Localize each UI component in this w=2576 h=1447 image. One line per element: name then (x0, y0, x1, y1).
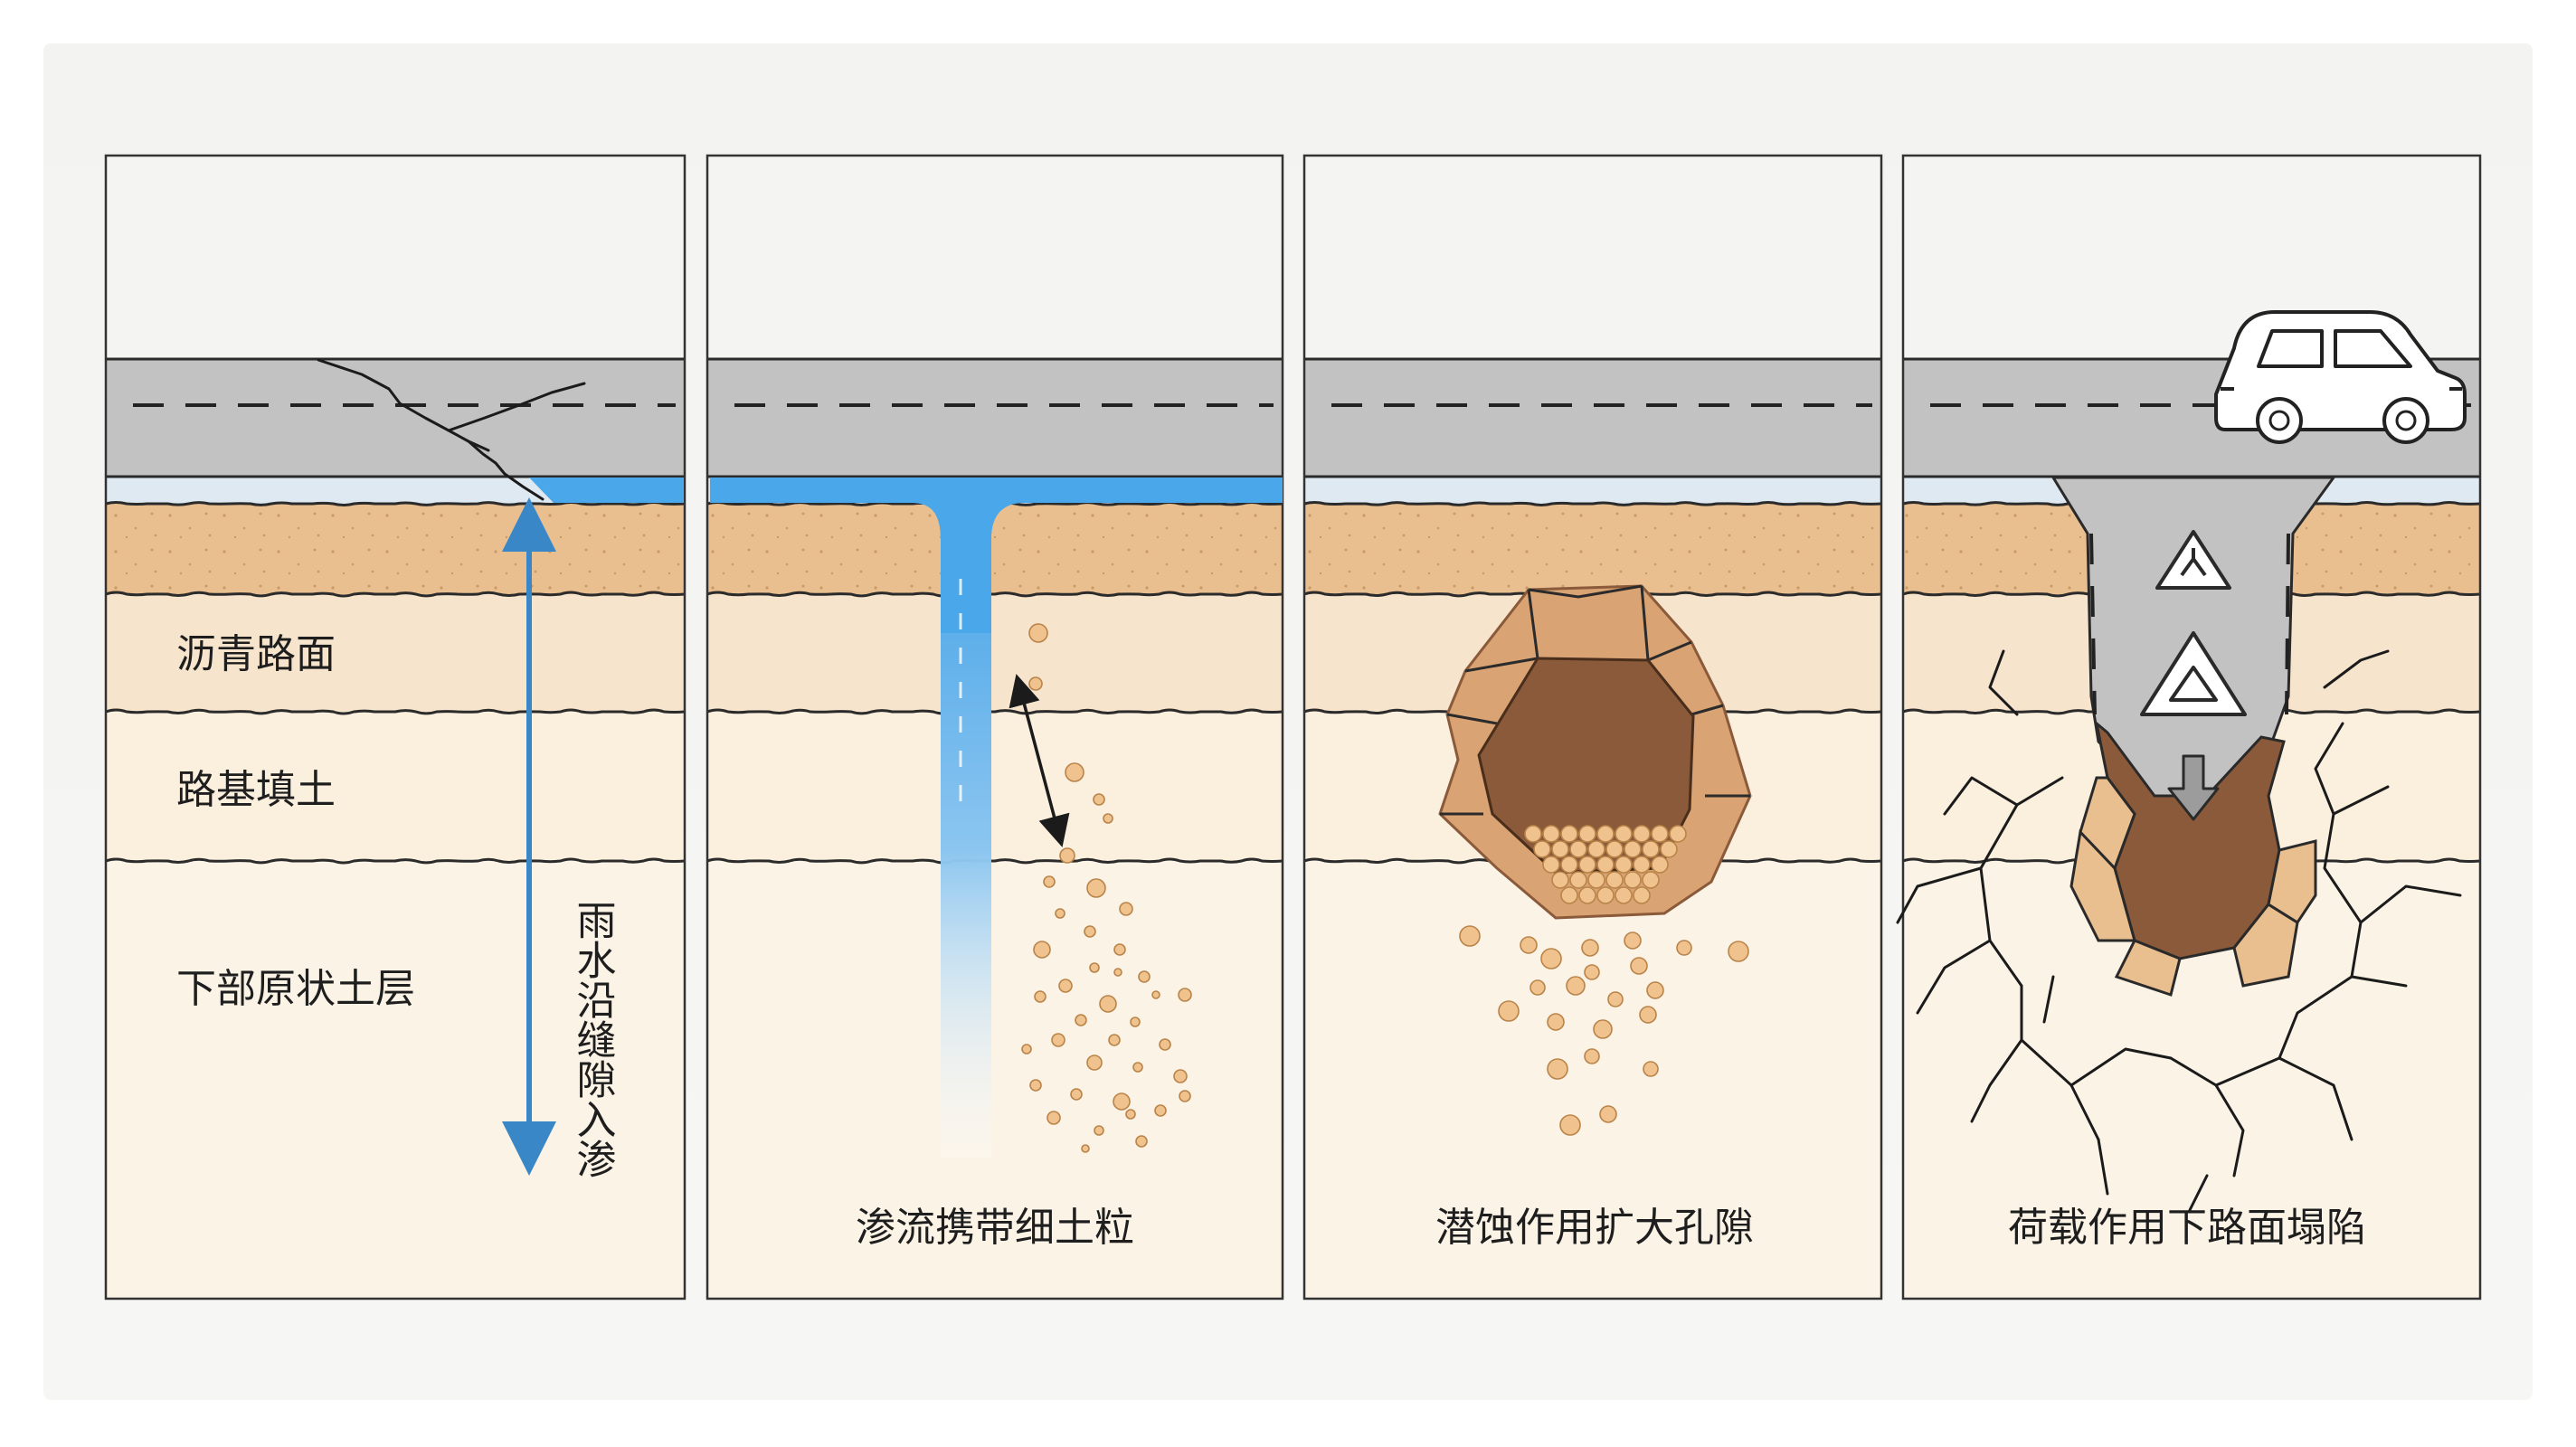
panel-background-2 (706, 154, 1284, 1300)
label-native: 下部原状土层 (176, 966, 415, 1012)
crack-icon (317, 358, 545, 501)
panel-4: 荷载作用下路面塌陷 (1896, 310, 2467, 1251)
water-film (529, 478, 684, 503)
down-arrow-icon (2167, 754, 2220, 821)
panel-3: 潜蚀作用扩大孔隙 (1435, 584, 1754, 1251)
label-asphalt: 沥青路面 (176, 631, 336, 677)
particle-arrow (1009, 674, 1070, 847)
panel-background-1 (104, 154, 687, 1300)
label-infiltration: 雨水沿缝隙入渗 (570, 900, 616, 1178)
eroded-particles (1459, 825, 1749, 1136)
caption-panel-3: 潜蚀作用扩大孔隙 (1435, 1205, 1754, 1251)
caption-panel-2: 渗流携带细土粒 (856, 1205, 1134, 1251)
warning-triangle-icon (2155, 530, 2231, 590)
caption-panel-4: 荷载作用下路面塌陷 (2008, 1205, 2366, 1251)
label-subgrade: 路基填土 (176, 767, 336, 813)
panel-1: 沥青路面 路基填土 下部原状土层 雨水沿缝隙入渗 (176, 358, 684, 1178)
panel-2: 渗流携带细土粒 (710, 478, 1283, 1251)
warning-triangle-icon (2140, 631, 2247, 716)
car-icon (2214, 310, 2467, 444)
fine-particles (1021, 623, 1192, 1153)
